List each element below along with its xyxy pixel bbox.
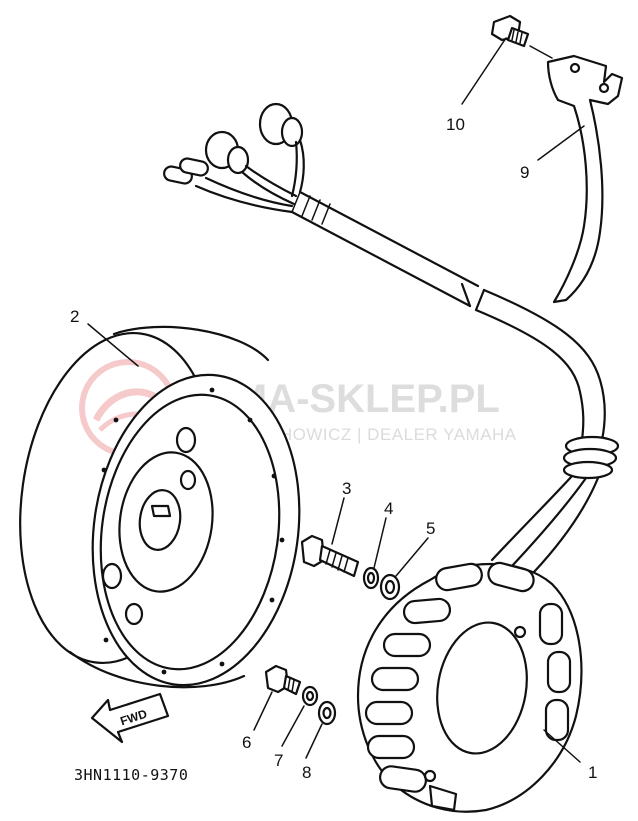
callout-9: 9 bbox=[520, 163, 529, 182]
leader-line-5 bbox=[395, 537, 429, 577]
callout-4: 4 bbox=[384, 499, 393, 518]
leader-line-2 bbox=[87, 323, 139, 367]
leader-line-3 bbox=[331, 497, 345, 545]
leader-line-6 bbox=[253, 691, 273, 731]
leader-line-1 bbox=[543, 729, 581, 763]
callout-5: 5 bbox=[426, 519, 435, 538]
bolt-part-10 bbox=[490, 14, 530, 48]
leader-lines bbox=[87, 37, 585, 763]
leader-line-9 bbox=[537, 125, 585, 161]
leader-line-4 bbox=[373, 517, 387, 569]
leader-line-10b bbox=[461, 37, 507, 105]
washer-part-4 bbox=[362, 566, 380, 590]
part-code-label: 3HN1110-9370 bbox=[74, 766, 188, 784]
wire-connector-bullets bbox=[163, 157, 294, 214]
stator-part-1 bbox=[356, 561, 583, 813]
rotor-flywheel-part-2 bbox=[19, 325, 301, 689]
callout-2: 2 bbox=[70, 307, 79, 326]
callout-8: 8 bbox=[302, 763, 311, 782]
wire-harness bbox=[163, 102, 620, 574]
callout-3: 3 bbox=[342, 479, 351, 498]
callout-1: 1 bbox=[588, 763, 597, 782]
leader-line-7 bbox=[281, 705, 305, 747]
screw-part-6 bbox=[264, 664, 302, 696]
leader-line-10 bbox=[529, 45, 553, 59]
callout-10: 10 bbox=[446, 115, 465, 134]
callout-7: 7 bbox=[274, 751, 283, 770]
callout-6: 6 bbox=[242, 733, 251, 752]
bracket-part-9 bbox=[546, 54, 624, 304]
wire-connector-upper bbox=[258, 102, 305, 198]
fwd-direction-arrow: FWD bbox=[90, 692, 170, 744]
bolt-part-3 bbox=[300, 534, 360, 578]
leader-line-8 bbox=[305, 723, 323, 759]
callout-numbers: 10 9 2 3 4 5 6 7 8 1 bbox=[70, 115, 597, 782]
washer-part-5 bbox=[379, 573, 401, 601]
washer-part-8 bbox=[317, 700, 337, 726]
wire-connector-middle bbox=[204, 130, 298, 206]
wire-grommet bbox=[562, 435, 620, 480]
washer-part-7 bbox=[301, 685, 319, 707]
